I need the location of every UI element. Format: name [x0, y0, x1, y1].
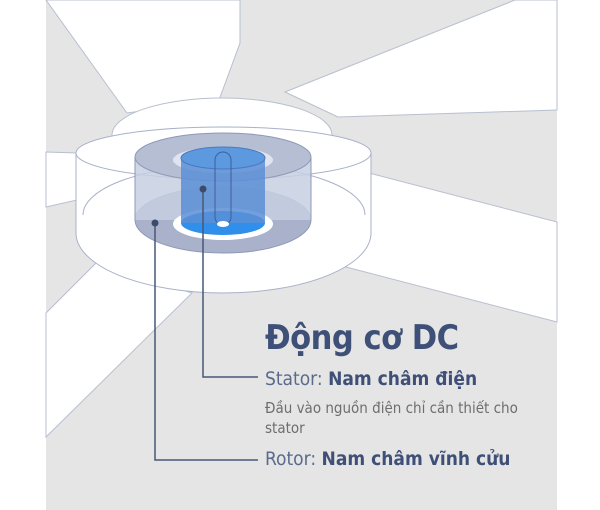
- diagram-title: Động cơ DC: [265, 318, 459, 358]
- rotor-label: Rotor:: [265, 448, 317, 470]
- stator-value: Nam châm điện: [328, 368, 478, 390]
- stator-marker-dot: [199, 185, 207, 193]
- stator-label: Stator:: [265, 368, 323, 390]
- rotor-leader-line: [154, 223, 258, 461]
- stator-description: Đầu vào nguồn điện chỉ cần thiết cho sta…: [265, 399, 518, 437]
- rotor-value: Nam châm vĩnh cửu: [321, 448, 511, 470]
- stator-caption: Stator: Nam châm điện: [265, 368, 477, 390]
- rotor-caption: Rotor: Nam châm vĩnh cửu: [265, 448, 510, 470]
- rotor-marker-dot: [151, 219, 159, 227]
- leader-lines: [154, 189, 258, 461]
- blade-upper-left: [45, 0, 241, 114]
- stator-leader-line: [202, 189, 258, 378]
- blade-left: [45, 151, 78, 208]
- blade-upper-right: [283, 0, 558, 118]
- stator-cylinder: [180, 146, 266, 235]
